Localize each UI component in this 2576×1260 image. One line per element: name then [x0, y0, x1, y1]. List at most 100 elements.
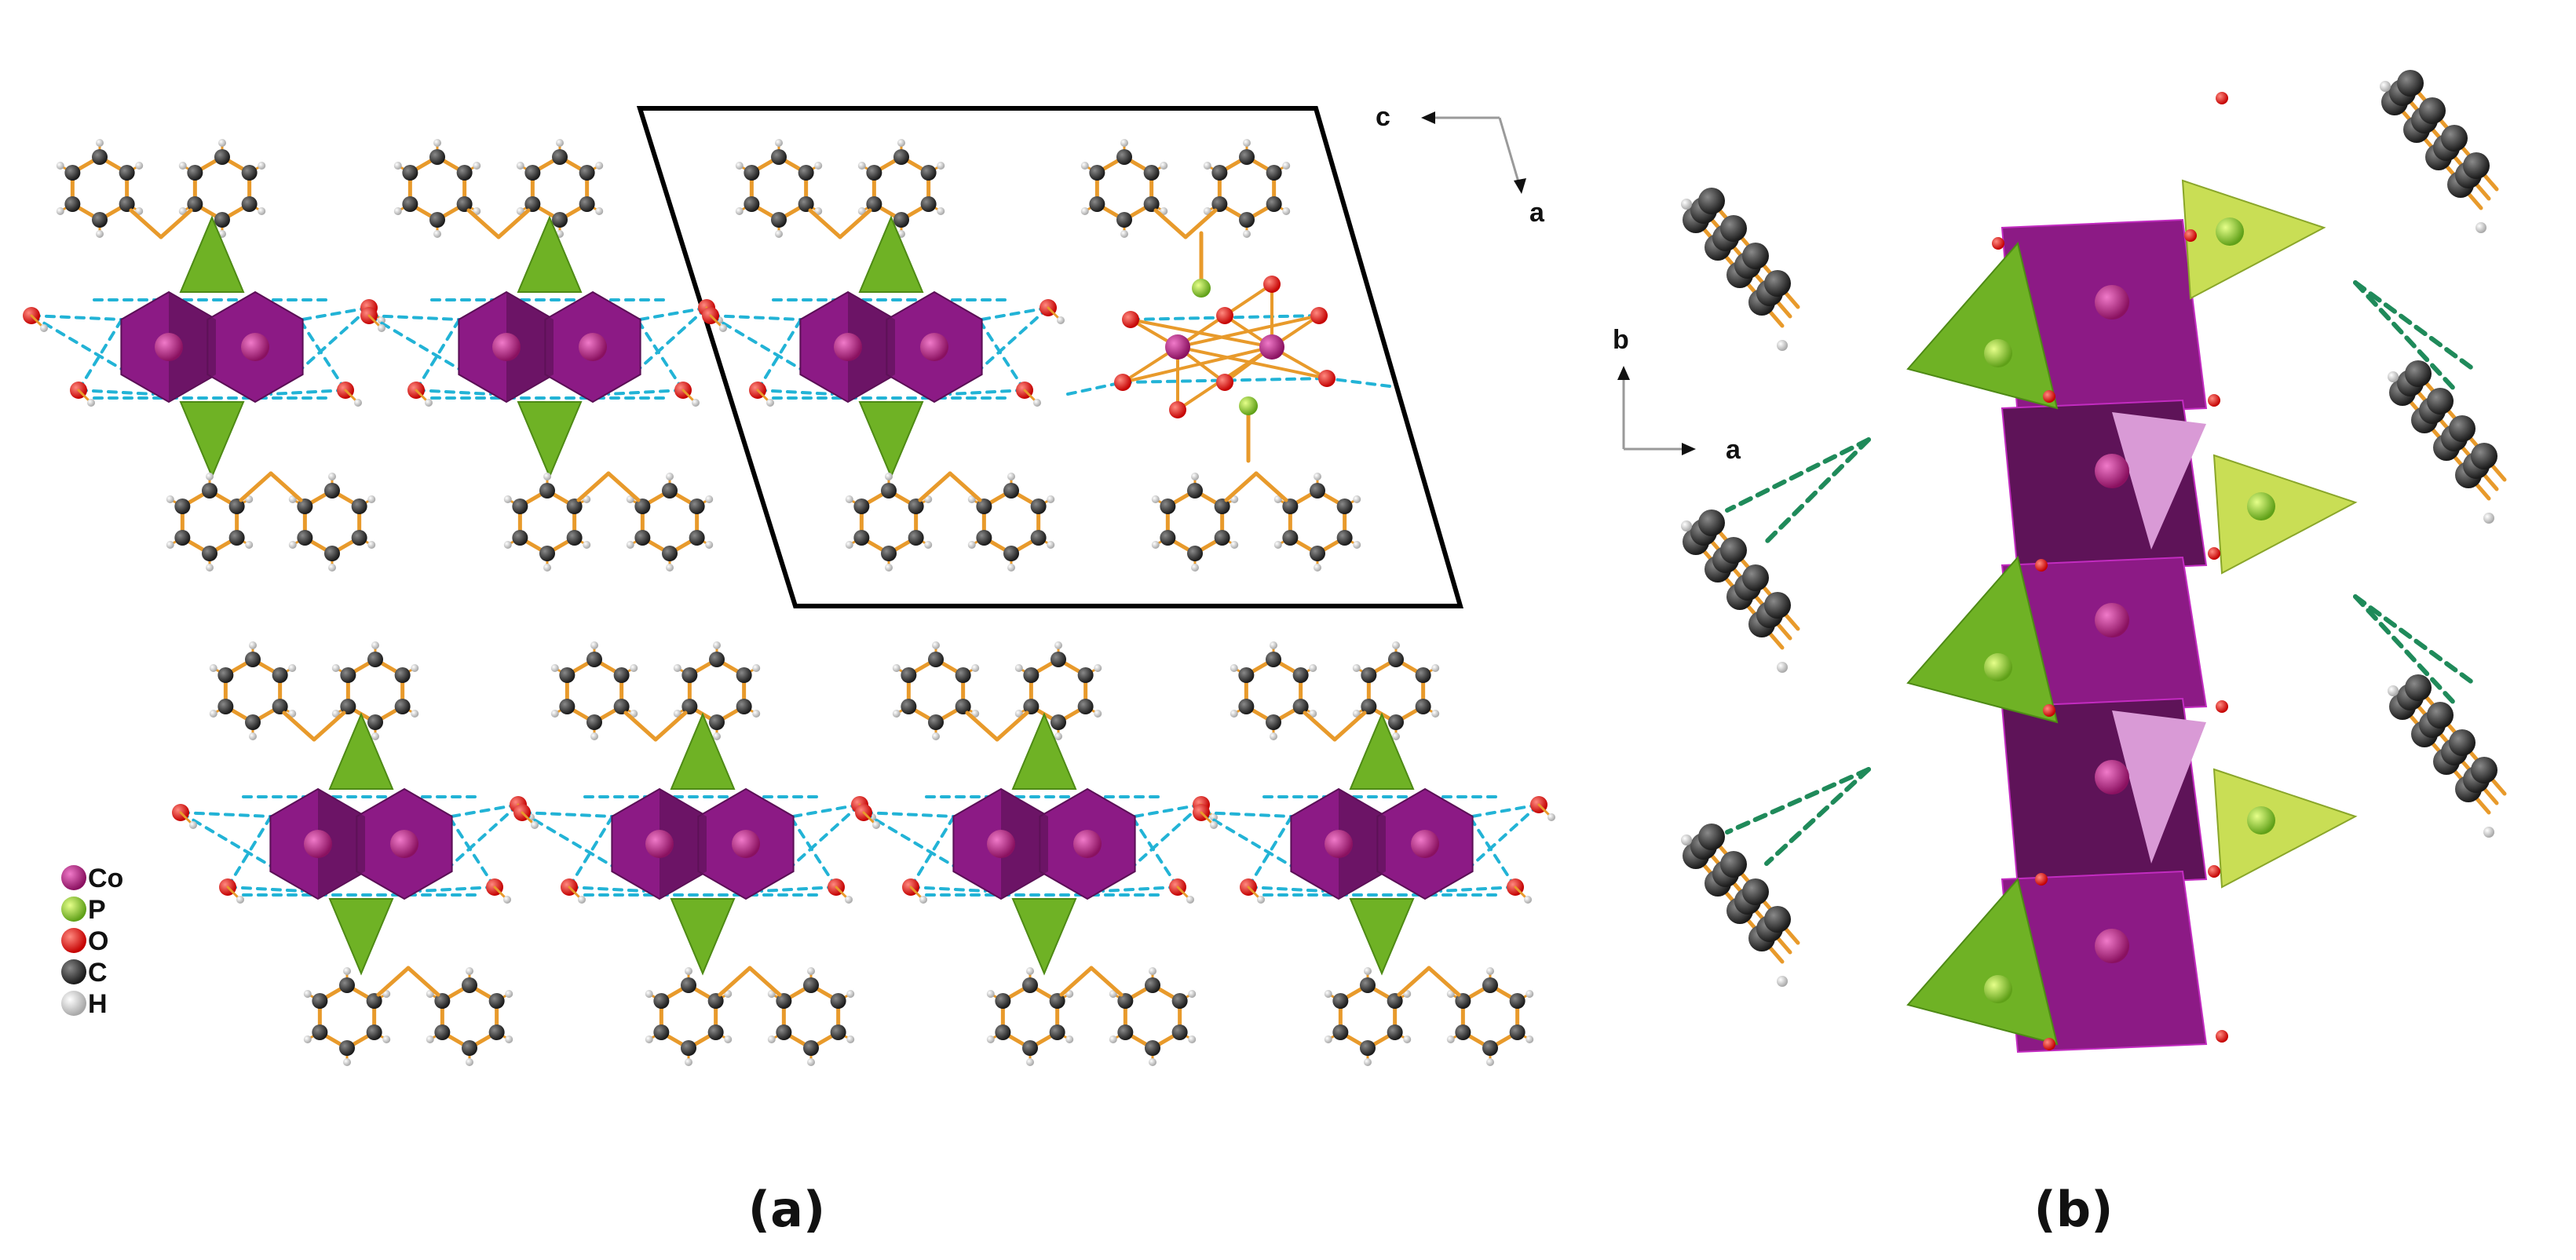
o-h-bond: [1176, 886, 1190, 900]
hydrogen-atom: [343, 1058, 351, 1066]
cobalt-atom: [390, 830, 418, 858]
carbon-atom: [351, 499, 367, 514]
carbon-atom: [1415, 699, 1431, 714]
o-h-bond: [77, 389, 91, 403]
o-h-bond: [1514, 886, 1528, 900]
o-h-bond: [568, 886, 582, 900]
hydrogen-atom: [1403, 990, 1412, 998]
carbon-atom: [1089, 196, 1105, 212]
carbon-atom: [736, 667, 752, 683]
hydrogen-bond: [77, 318, 123, 392]
carbon-atom: [586, 714, 602, 730]
hydrogen-atom: [1191, 473, 1199, 480]
c-p-bond: [606, 471, 641, 502]
cobalt-atom: [987, 830, 1015, 858]
carbon-atom: [1050, 714, 1066, 730]
c-p-bond: [376, 966, 411, 997]
hydrogen-atom: [328, 473, 336, 480]
carbon-atom: [1742, 878, 1769, 905]
hydrogen-atom: [503, 541, 512, 549]
hydrogen-atom: [705, 495, 714, 503]
hydrogen-atom: [288, 664, 297, 672]
hydrogen-atom: [719, 324, 727, 332]
hydrogen-atom: [1230, 541, 1239, 549]
oxygen-atom: [1114, 374, 1131, 391]
hydrogen-atom: [209, 664, 217, 672]
hydrogen-atom: [583, 541, 591, 549]
hydrogen-bond: [791, 803, 861, 818]
carbon-atom: [2449, 729, 2476, 756]
phosphorus-tetrahedron: [1906, 241, 2059, 410]
hydrogen-atom: [807, 967, 815, 975]
hydrogen-atom: [218, 139, 226, 147]
carbon-atom: [1160, 499, 1176, 514]
c-p-bond: [1427, 966, 1461, 997]
hydrogen-atom: [2388, 371, 2399, 382]
carbon-atom: [1023, 667, 1040, 683]
hydrogen-atom: [516, 207, 524, 215]
cobalt-atom: [579, 333, 607, 361]
carbon-atom: [1310, 483, 1325, 499]
hydrogen-bond: [1764, 437, 1871, 544]
o-h-bond: [835, 886, 849, 900]
cobalt-atom: [155, 333, 183, 361]
phosphorus-atom: [1984, 653, 2012, 681]
hydrogen-atom: [550, 710, 559, 718]
carbon-atom: [272, 699, 288, 714]
hydrogen-atom: [626, 541, 634, 549]
o-h-bond: [909, 886, 923, 900]
carbon-atom: [488, 993, 505, 1009]
o-h-bond: [1200, 811, 1214, 825]
carbon-atom: [217, 699, 234, 714]
phosphorus-tetrahedron: [179, 401, 245, 479]
hydrogen-bond: [980, 306, 1050, 321]
hydrogen-bond: [415, 318, 461, 392]
hydrogen-atom: [767, 990, 776, 998]
phosphorus-atom: [2247, 492, 2275, 520]
hydrogen-atom: [967, 495, 976, 503]
cobalt-phosphonate-dimer: [1193, 712, 1555, 976]
cobalt-atom: [834, 333, 862, 361]
carbon-atom: [462, 977, 477, 993]
carbon-atom: [1455, 993, 1471, 1009]
phosphorus-tetrahedron: [858, 401, 924, 479]
hydrogen-atom: [56, 207, 64, 215]
hydrogen-bond: [2353, 594, 2460, 709]
hydrogen-atom: [1109, 1035, 1117, 1043]
hydrogen-bond: [450, 819, 496, 889]
oxygen-atom: [2208, 394, 2220, 407]
hydrogen-bond: [909, 886, 987, 893]
hydrogen-atom: [1120, 139, 1128, 147]
carbon-atom: [681, 699, 698, 714]
hydrogen-atom: [1309, 710, 1317, 718]
c-p-bond: [838, 208, 872, 239]
cobalt-octahedron-face: [1001, 789, 1048, 899]
aromatic-ligand: [1230, 641, 1440, 742]
carbon-atom: [1089, 165, 1105, 181]
hydrogen-atom: [630, 710, 638, 718]
hydrogen-bond: [1102, 886, 1179, 893]
carbon-atom: [2405, 360, 2432, 387]
carbon-atom: [512, 530, 528, 546]
axis-label-b: b: [1613, 325, 1629, 355]
hydrogen-atom: [807, 1058, 815, 1066]
hydrogen-atom: [378, 316, 385, 324]
hydrogen-bond: [2353, 280, 2476, 371]
hydrogen-atom: [135, 207, 144, 215]
hydrogen-atom: [209, 710, 217, 718]
hydrogen-atom: [885, 564, 893, 572]
c-p-bond: [129, 208, 163, 239]
carbon-atom: [1764, 592, 1791, 619]
hydrogen-atom: [692, 399, 700, 407]
co-o-bond: [1129, 318, 1273, 349]
hydrogen-atom: [735, 207, 744, 215]
hydrogen-atom: [1149, 967, 1156, 975]
carbon-atom: [434, 1024, 451, 1040]
carbon-atom: [2441, 125, 2468, 152]
hydrogen-bond: [269, 389, 347, 396]
phosphorus-atom: [1239, 396, 1258, 415]
hydrogen-atom: [550, 664, 559, 672]
oxygen-atom: [2035, 559, 2048, 572]
cobalt-phosphonate-dimer: [172, 712, 535, 976]
hydrogen-atom: [1210, 821, 1218, 829]
